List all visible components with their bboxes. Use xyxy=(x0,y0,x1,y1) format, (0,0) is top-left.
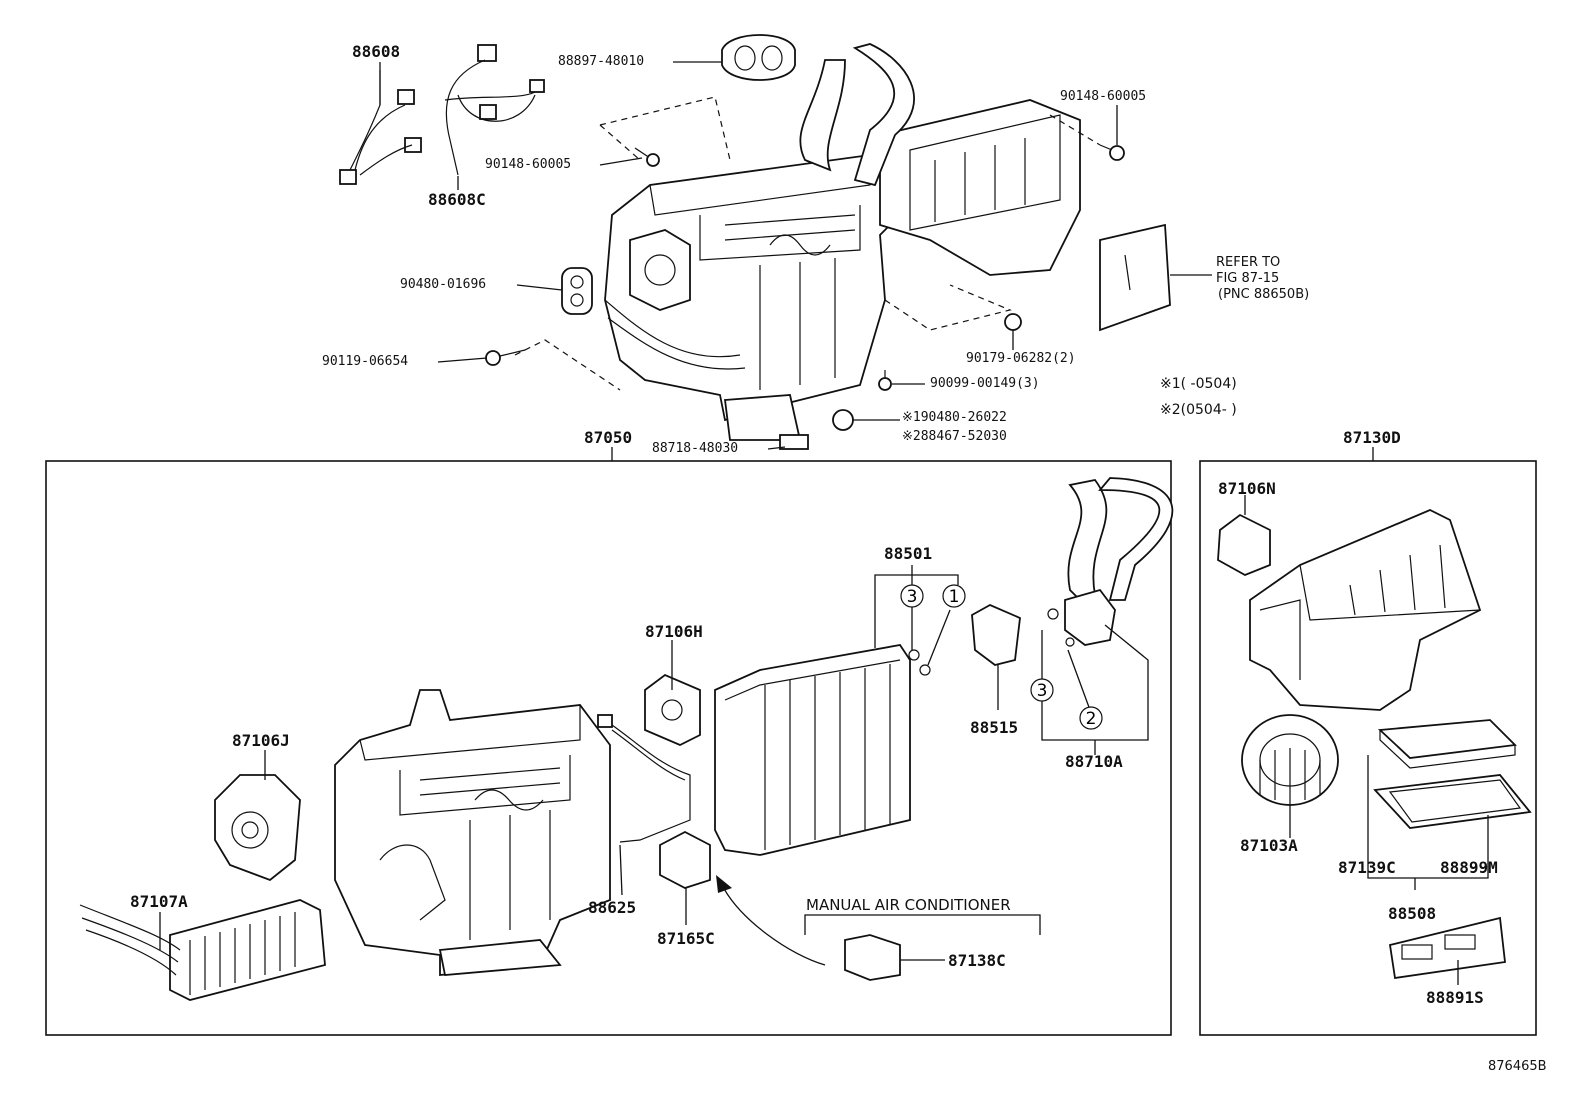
label-88467-52030: ※288467-52030 xyxy=(902,429,1007,444)
heater-core-87107A xyxy=(79,899,326,1001)
label-87138C: 87138C xyxy=(948,951,1006,970)
filter-case-88899M xyxy=(1373,774,1532,829)
o-rings xyxy=(908,608,1075,676)
refer-line-3: (PNC 88650B) xyxy=(1218,287,1310,302)
grommet-88897 xyxy=(721,34,796,81)
label-88710A: 88710A xyxy=(1065,752,1123,771)
svg-text:2: 2 xyxy=(1086,709,1097,729)
label-88891S: 88891S xyxy=(1426,988,1484,1007)
blower-case-87130D xyxy=(1249,509,1482,711)
note-2: ※2(0504- ) xyxy=(1160,402,1237,418)
label-87106H: 87106H xyxy=(645,622,703,641)
servo-87106H xyxy=(644,673,701,746)
grommet-90480-26022 xyxy=(832,409,854,431)
amplifier-88650B xyxy=(1099,223,1171,332)
label-90148-60005-left: 90148-60005 xyxy=(485,157,572,172)
label-90119-06654: 90119-06654 xyxy=(322,354,409,369)
figure-id: 876465B xyxy=(1488,1059,1547,1074)
blower-motor-87103A xyxy=(1241,714,1339,806)
label-87103A: 87103A xyxy=(1240,836,1298,855)
servo-87106N xyxy=(1217,513,1271,576)
arrow-manual-ac xyxy=(721,884,826,966)
label-87139C: 87139C xyxy=(1338,858,1396,877)
label-87165C: 87165C xyxy=(657,929,715,948)
label-88608C: 88608C xyxy=(428,190,486,209)
nut-90179 xyxy=(1004,313,1022,331)
screw-90099 xyxy=(878,370,892,391)
label-88897-48010: 88897-48010 xyxy=(558,54,645,69)
circled-number-1: 1 xyxy=(942,584,966,608)
svg-text:3: 3 xyxy=(907,587,918,607)
thermistor-87165C xyxy=(659,830,711,889)
svg-text:1: 1 xyxy=(949,587,960,607)
label-88608: 88608 xyxy=(352,42,401,61)
label-90099-00149: 90099-00149(3) xyxy=(930,376,1040,391)
refer-line-1: REFER TO xyxy=(1216,255,1281,270)
hvac-assembly-top xyxy=(514,43,1101,441)
label-90480-26022: ※190480-26022 xyxy=(902,410,1007,425)
label-87106N: 87106N xyxy=(1218,479,1276,498)
harness-88608 xyxy=(339,70,422,185)
label-87106J: 87106J xyxy=(232,731,290,750)
label-87130D: 87130D xyxy=(1343,428,1401,447)
note-1: ※1( -0504) xyxy=(1160,376,1237,392)
label-87107A: 87107A xyxy=(130,892,188,911)
wire-88625 xyxy=(597,714,691,843)
label-90480-01696: 90480-01696 xyxy=(400,277,487,292)
manual-ac-label: MANUAL AIR CONDITIONER xyxy=(806,896,1011,914)
grommet-90480 xyxy=(561,267,593,315)
filter-87139C xyxy=(1377,719,1517,769)
circled-number-3a: 3 xyxy=(900,584,924,608)
label-90179-06282: 90179-06282(2) xyxy=(966,351,1076,366)
label-87050: 87050 xyxy=(584,428,633,447)
label-88899M: 88899M xyxy=(1440,858,1498,877)
refer-line-2: FIG 87-15 xyxy=(1216,271,1280,286)
circled-number-3b: 3 xyxy=(1030,678,1054,702)
label-88625: 88625 xyxy=(588,898,637,917)
label-88508: 88508 xyxy=(1388,904,1437,923)
label-88501: 88501 xyxy=(884,544,933,563)
svg-text:3: 3 xyxy=(1037,681,1048,701)
screw-90148-right xyxy=(1099,144,1125,161)
blower-resistor-87138C xyxy=(844,934,901,981)
screw-90148-left xyxy=(634,147,660,167)
pipe-88710A xyxy=(1064,477,1174,646)
section-box-87050 xyxy=(45,460,1172,1036)
section-box-87130D xyxy=(1199,460,1537,1036)
harness-88608C xyxy=(444,44,545,176)
label-88515: 88515 xyxy=(970,718,1019,737)
label-88718-48030: 88718-48030 xyxy=(652,441,739,456)
screw-90119 xyxy=(485,349,526,366)
expansion-valve-88515 xyxy=(971,603,1021,666)
circled-number-2: 2 xyxy=(1079,706,1103,730)
evaporator-88501 xyxy=(714,644,911,856)
cover-88891S xyxy=(1388,916,1506,980)
heater-case-87050 xyxy=(334,689,611,976)
servo-87106J xyxy=(214,774,301,882)
label-90148-60005-right: 90148-60005 xyxy=(1060,89,1147,104)
clip-88718 xyxy=(779,434,809,450)
